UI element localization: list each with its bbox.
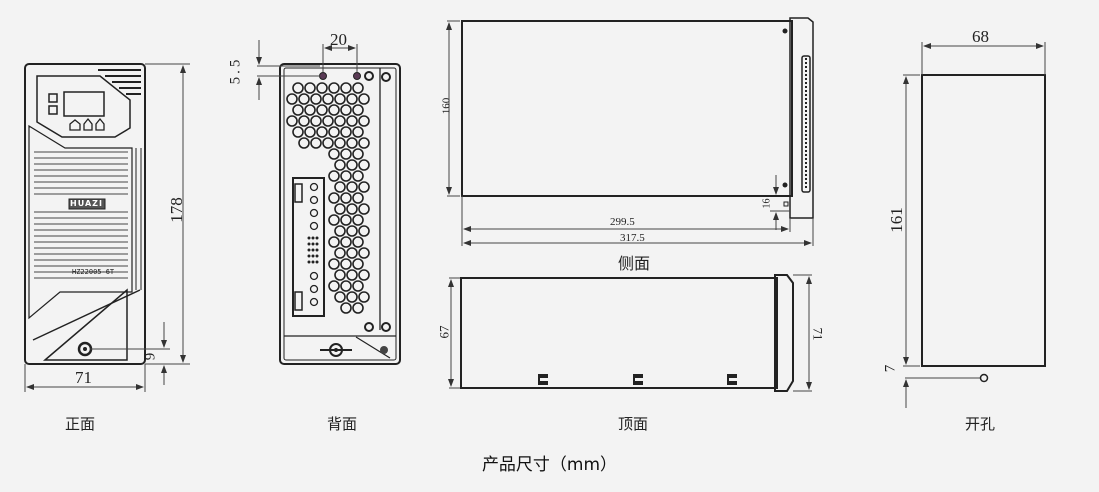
front-view-caption: 正面 — [65, 415, 96, 433]
side-view-caption: 侧面 — [618, 254, 651, 273]
front-width-dim: 71 — [75, 368, 92, 387]
back-panel-drawing — [256, 40, 401, 365]
front-model-label: HZ22005-6T — [72, 268, 115, 276]
side-view: 160 299.5 317.5 16 侧面 — [0, 0, 830, 290]
back-view: 20 5.5 背面 — [0, 0, 430, 440]
cutout-hole-offset-dim: 7 — [882, 364, 899, 373]
top-panel-drawing — [448, 274, 812, 392]
front-brand-label: HUAZI — [70, 199, 103, 208]
side-total-length-dim: 317.5 — [620, 232, 645, 244]
back-hole-spacing-dim: 20 — [330, 30, 347, 49]
top-view-caption: 顶面 — [618, 415, 649, 433]
cutout-view: 68 161 7 开孔 — [882, 27, 1046, 433]
front-view: HUAZI HZ22005-6T 178 71 9 正面 — [0, 0, 220, 440]
cutout-drawing — [903, 42, 1046, 408]
page-title: 产品尺寸（mm） — [481, 455, 618, 475]
front-panel-drawing — [24, 63, 190, 392]
cutout-width-dim: 68 — [972, 27, 989, 46]
back-view-caption: 背面 — [327, 415, 358, 433]
side-panel-drawing — [446, 17, 814, 246]
cutout-height-dim: 161 — [886, 207, 906, 233]
side-body-length-dim: 299.5 — [610, 216, 635, 228]
cutout-view-caption: 开孔 — [965, 415, 996, 433]
top-view: 67 71 顶面 — [0, 260, 830, 440]
